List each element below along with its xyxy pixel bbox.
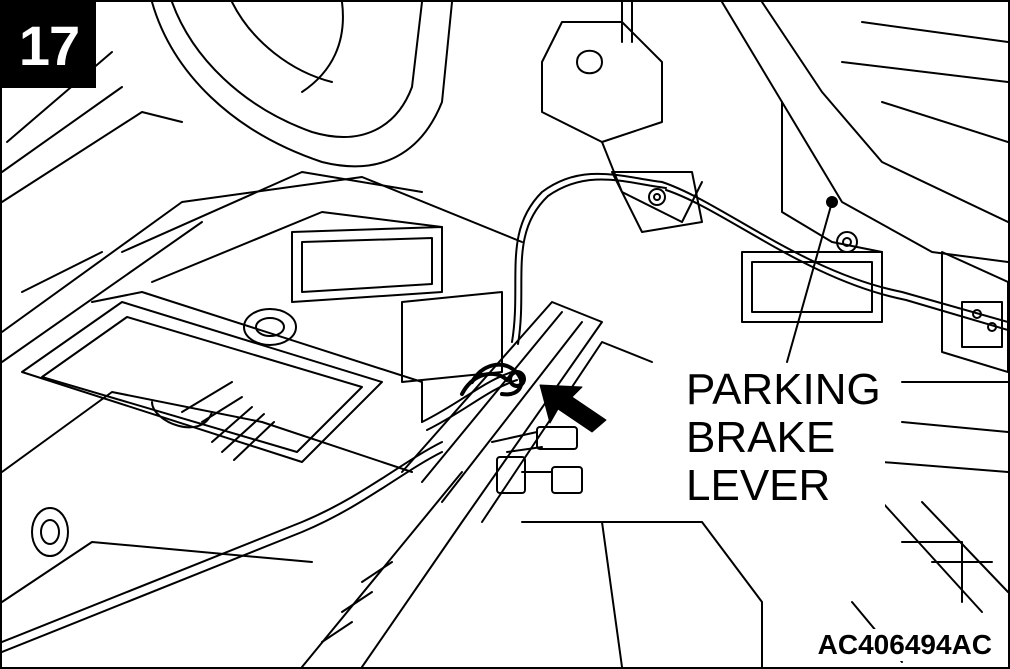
callout-line-2: BRAKE (686, 413, 836, 462)
parking-brake-lever-label: PARKING BRAKE LEVER (682, 364, 885, 512)
callout-leader-line (786, 196, 838, 363)
harness-clip (460, 362, 526, 397)
floor-plug-holes (31, 308, 297, 557)
center-tunnel (301, 301, 763, 667)
parking-brake-lever (721, 2, 1008, 373)
floor-panel-right (291, 21, 1008, 663)
figure-code: AC406494AC (815, 629, 994, 661)
pointer-arrow-icon (539, 384, 607, 433)
shifter-bracket (541, 2, 703, 233)
floor-panel-lines (2, 51, 523, 603)
callout-line-3: LEVER (686, 461, 831, 510)
step-number-badge: 17 (2, 2, 96, 88)
harness-connectors (491, 426, 583, 494)
floor-recess-left (21, 301, 383, 463)
steering-wheel-outline (151, 2, 453, 168)
wiring-harness (2, 172, 1008, 653)
callout-line-1: PARKING (686, 365, 881, 414)
